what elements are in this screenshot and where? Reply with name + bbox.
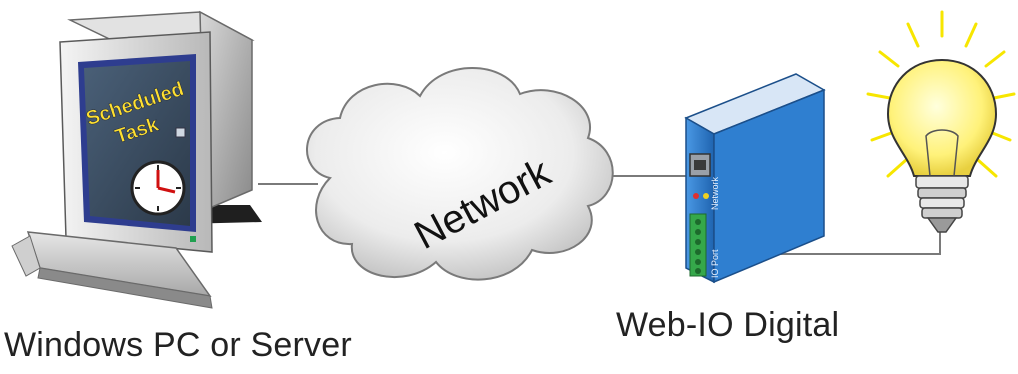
device-icon: Network IO Port [684, 73, 826, 284]
clock-icon [130, 160, 186, 216]
cloud-icon: Network [306, 67, 614, 281]
device-to-bulb-line [712, 232, 941, 255]
light-bulb-icon [866, 10, 1016, 233]
keyboard-icon [11, 231, 213, 309]
device-io-port-label: IO Port [710, 249, 720, 278]
device-caption: Web-IO Digital [616, 306, 840, 344]
pc-caption: Windows PC or Server [4, 326, 352, 364]
power-led [190, 236, 196, 242]
connection-lines [258, 175, 941, 255]
device-network-label: Network [710, 176, 720, 210]
computer-icon: Scheduled Task [59, 10, 262, 253]
window-close-icon [175, 127, 186, 138]
